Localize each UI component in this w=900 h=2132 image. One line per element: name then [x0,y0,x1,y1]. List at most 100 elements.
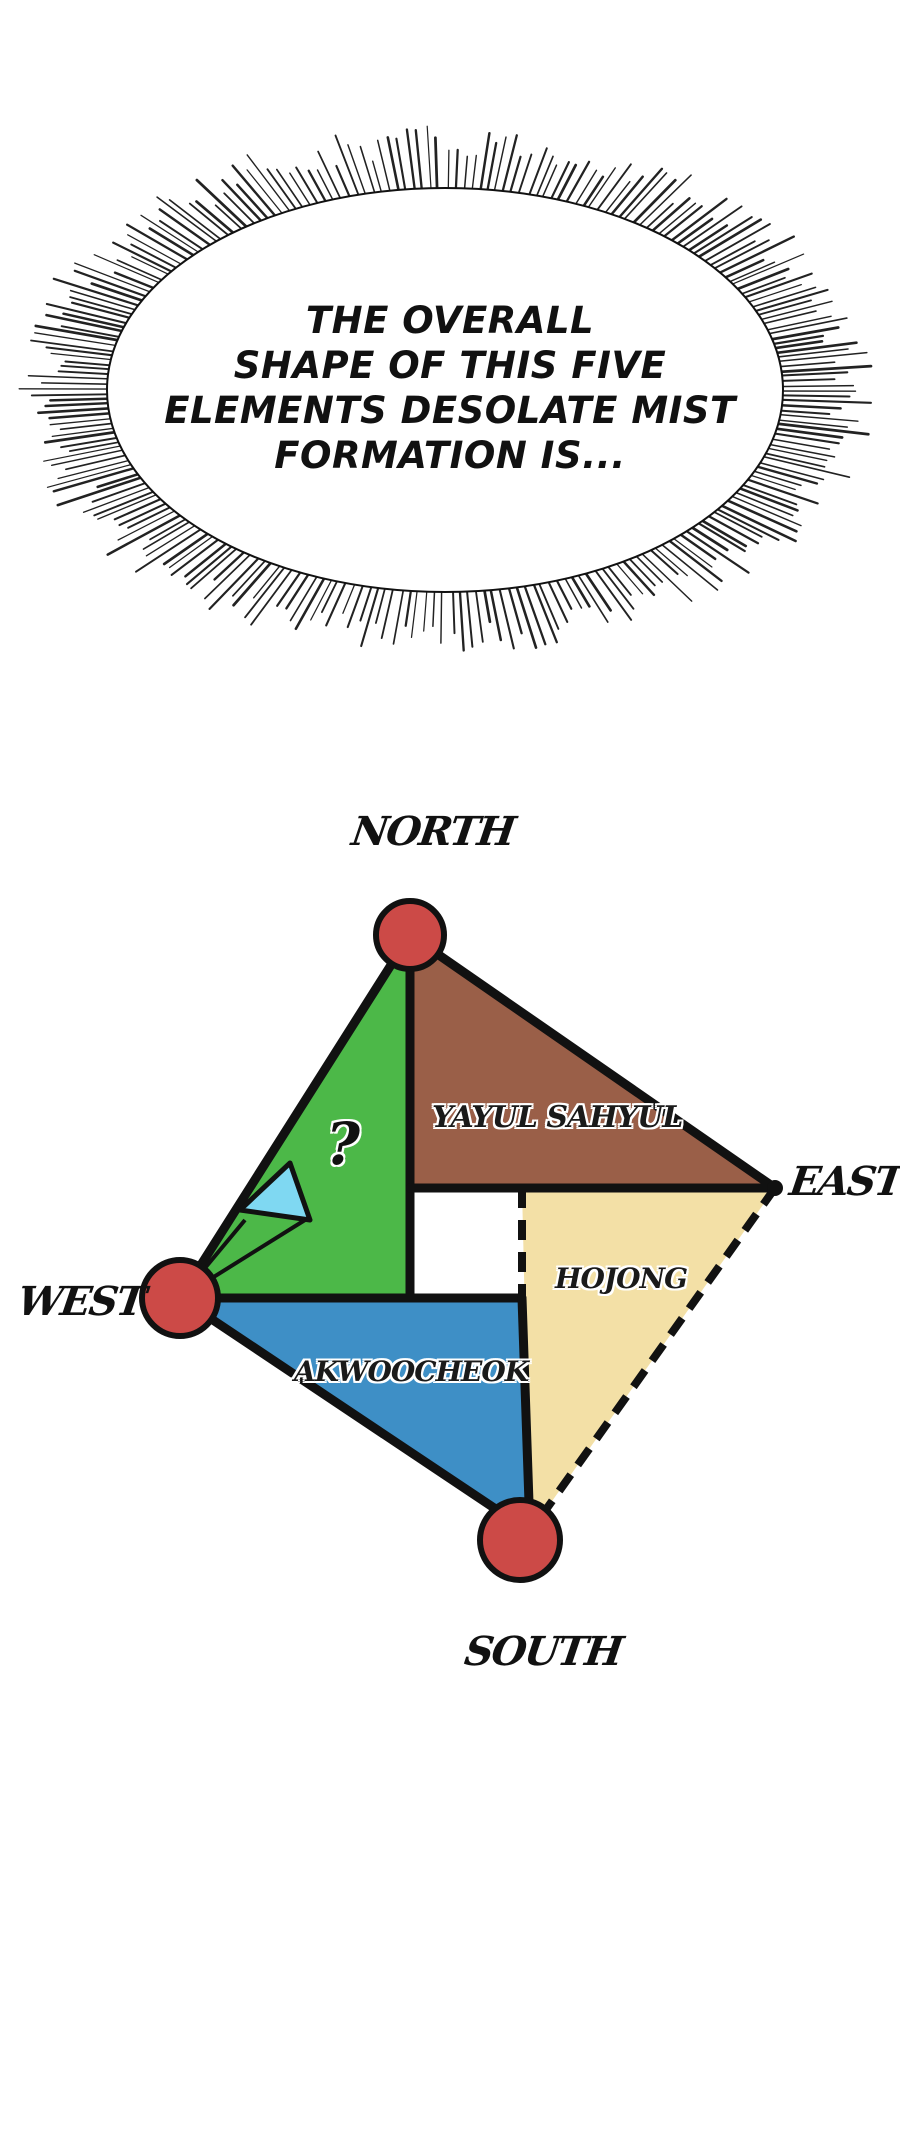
burst-line [773,394,851,398]
burst-line [770,351,868,363]
burst-line [395,137,408,198]
small-triangle [237,1160,313,1223]
burst-line [62,312,133,331]
burst-line [27,374,117,380]
burst-line [613,167,664,224]
burst-line [204,548,257,600]
burst-line [760,317,848,336]
burst-line [533,155,554,204]
burst-line [766,431,840,445]
burst-line [764,334,825,347]
burst-line [148,227,202,261]
burst-line [188,202,236,241]
burst-line [34,332,124,348]
burst-line [51,426,122,438]
label-region-south-west: AKWOOCHEOK [294,1355,529,1388]
burst-line [50,352,120,362]
burst-line [232,554,271,597]
burst-line [702,240,756,270]
burst-line [535,576,560,630]
burst-line [52,464,143,493]
burst-line [731,484,799,512]
burst-line [583,167,616,214]
burst-line [126,223,196,265]
burst-line [30,339,123,354]
speech-line: FORMATION IS... [274,434,626,477]
burst-line [544,574,569,623]
burst-line [724,492,802,527]
burst-line [113,494,169,521]
burst-line [686,216,753,259]
burst-line [747,288,829,315]
burst-line [728,267,790,294]
burst-line [250,563,298,626]
burst-line [117,506,183,541]
burst-line [530,577,558,644]
burst-line [426,125,433,196]
burst-line [360,580,382,648]
burst-line [734,481,798,506]
burst-line [485,141,498,198]
burst-line [580,566,612,612]
burst-line [57,457,137,480]
burst-line [761,442,836,458]
burst-line [751,460,825,481]
burst-line [499,134,518,199]
burst-line [168,199,228,245]
burst-line [244,560,290,619]
burst-line [690,218,763,263]
burst-line [458,583,465,652]
burst-line [325,575,350,627]
speech-line: SHAPE OF THIS FIVE [233,344,667,387]
burst-line [142,517,197,550]
burst-line [722,261,776,286]
formation-diagram [139,898,783,1583]
burst-line [57,370,117,376]
burst-line [744,286,817,310]
burst-line [652,202,697,240]
burst-line [45,346,122,358]
burst-line [757,450,826,468]
burst-line [697,223,771,266]
burst-line [60,435,126,449]
burst-line [627,178,677,230]
burst-line [755,454,851,478]
burst-line [43,443,129,462]
node-south [477,1497,563,1583]
label-west: WEST [14,1278,148,1325]
burst-line [713,501,797,543]
burst-line [168,531,220,569]
burst-line [289,569,322,622]
burst-line [162,527,216,566]
burst-line [69,296,141,318]
burst-line [317,150,345,206]
burst-line [764,437,831,450]
burst-line [246,154,295,218]
burst-line [739,475,819,505]
burst-line [521,578,547,646]
burst-line [597,561,635,610]
burst-line [410,583,419,639]
burst-line [679,525,750,574]
outline-south-divider [517,1293,535,1537]
burst-line [662,535,723,583]
burst-line [414,129,424,197]
burst-line [766,339,824,351]
burst-line [156,196,224,247]
burst-line [91,479,154,503]
burst-line [170,533,226,576]
burst-line [65,452,134,471]
burst-line [310,573,336,621]
burst-line [118,499,174,527]
burst-line [767,426,844,439]
burst-line [68,439,128,452]
burst-line [655,539,719,591]
burst-line [774,384,855,388]
burst-line [605,175,644,222]
burst-line [736,272,813,301]
burst-line [46,461,140,488]
burst-line [69,289,144,313]
burst-line [645,197,691,237]
node-west [139,1257,221,1339]
